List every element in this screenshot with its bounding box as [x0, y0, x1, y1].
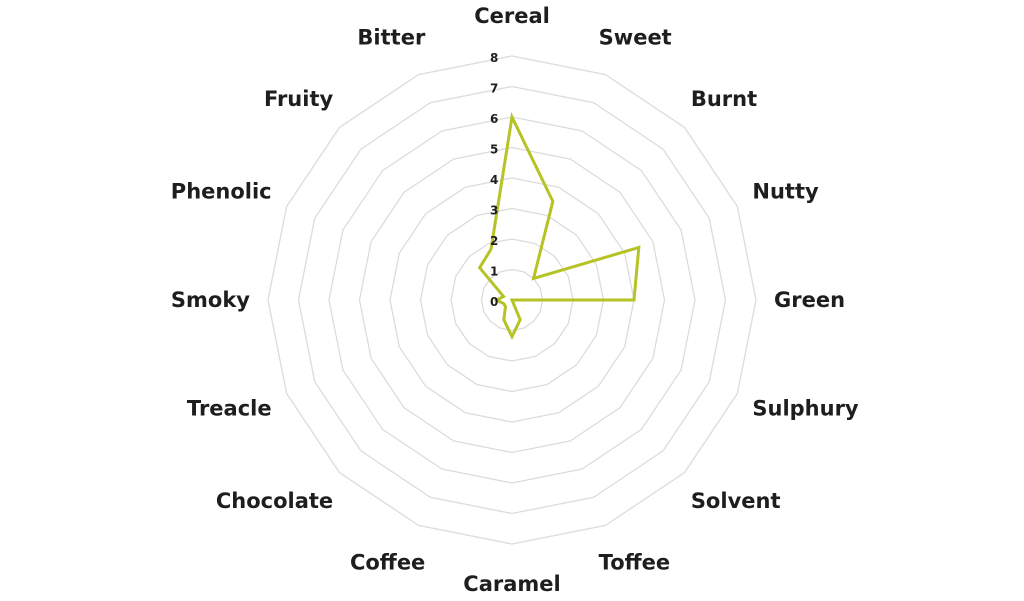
- grid-ring-5: [358, 146, 666, 454]
- series-line-0: [477, 112, 641, 341]
- category-label-green: Green: [774, 288, 845, 312]
- category-label-sulphury: Sulphury: [752, 397, 859, 421]
- category-label-nutty: Nutty: [752, 179, 819, 203]
- tick-label-4: 4: [490, 173, 498, 187]
- category-label-phenolic: Phenolic: [171, 179, 272, 203]
- category-label-sweet: Sweet: [599, 26, 672, 50]
- tick-label-7: 7: [490, 82, 498, 96]
- grid-ring-6: [328, 116, 696, 484]
- category-label-solvent: Solvent: [691, 489, 781, 513]
- grid-ring-1: [480, 268, 544, 332]
- category-label-treacle: Treacle: [187, 397, 272, 421]
- radial-tick-labels: 0 1 2 3 4 5 6 7 8: [490, 51, 498, 309]
- category-label-caramel: Caramel: [463, 572, 560, 596]
- grid-ring-7: [297, 85, 727, 515]
- grid-ring-4: [389, 177, 635, 423]
- category-label-toffee: Toffee: [599, 550, 670, 574]
- category-label-smoky: Smoky: [171, 288, 250, 312]
- tick-label-1: 1: [490, 265, 498, 279]
- grid-ring-8: [267, 55, 757, 545]
- tick-label-5: 5: [490, 143, 498, 157]
- category-label-coffee: Coffee: [350, 550, 425, 574]
- tick-label-2: 2: [490, 234, 498, 248]
- tick-label-8: 8: [490, 51, 498, 65]
- category-label-cereal: Cereal: [474, 4, 550, 28]
- tick-label-0: 0: [490, 295, 498, 309]
- tick-label-3: 3: [490, 204, 498, 218]
- grid: [267, 55, 757, 545]
- series-layer: [477, 112, 641, 341]
- category-label-chocolate: Chocolate: [216, 489, 333, 513]
- category-label-fruity: Fruity: [264, 87, 334, 111]
- grid-ring-3: [419, 207, 605, 393]
- category-labels: CerealSweetBurntNuttyGreenSulphurySolven…: [171, 4, 859, 596]
- tick-label-6: 6: [490, 112, 498, 126]
- category-label-burnt: Burnt: [691, 87, 757, 111]
- category-label-bitter: Bitter: [357, 26, 426, 50]
